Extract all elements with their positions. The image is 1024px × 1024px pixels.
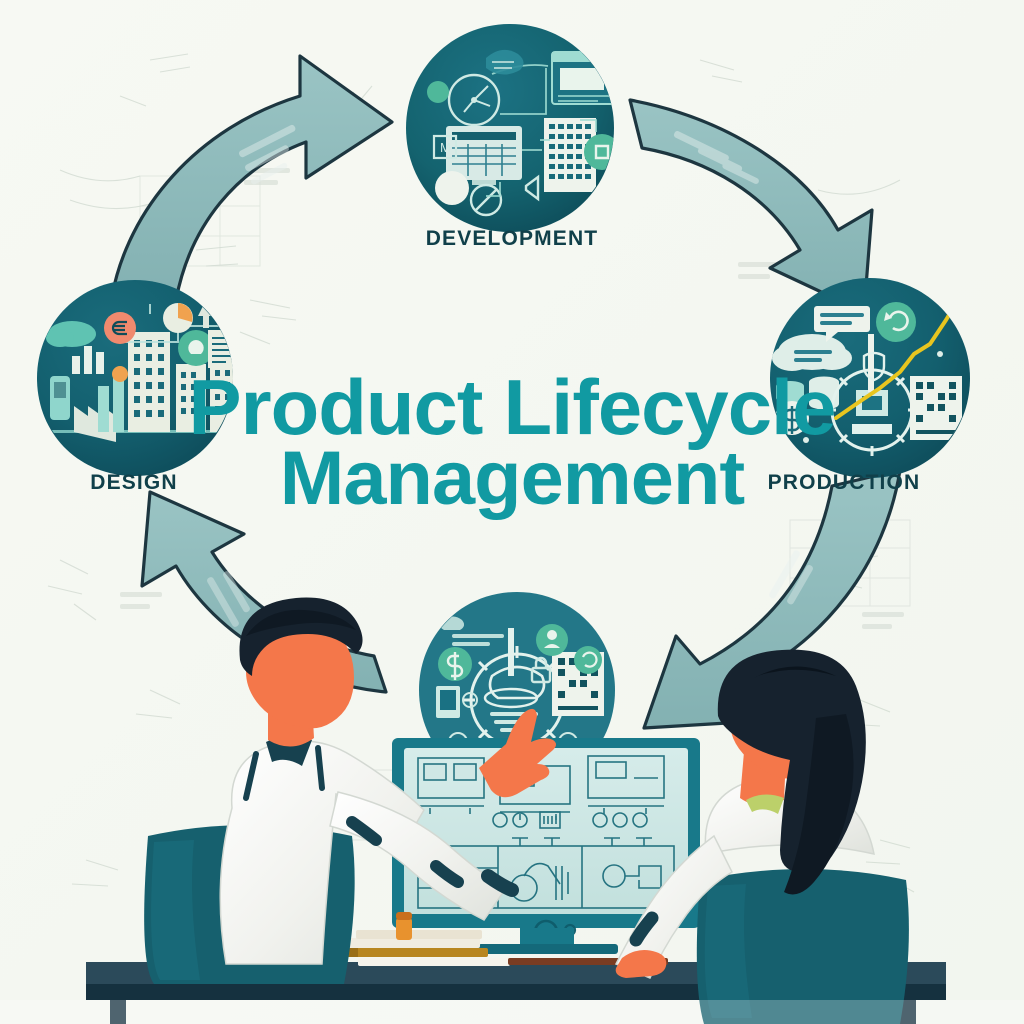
- arrow-design-to-development: [110, 54, 394, 302]
- svg-text:M: M: [440, 140, 451, 155]
- node-label-development: DEVELOPMENT: [425, 227, 599, 250]
- arrow-production-to-support: [642, 468, 902, 730]
- person-right: [614, 649, 909, 1024]
- node-circle-development[interactable]: M: [406, 24, 620, 232]
- arrow-development-to-production: [628, 98, 874, 314]
- node-circle-production[interactable]: [770, 278, 970, 478]
- node-label-design: DESIGN: [90, 471, 178, 494]
- person-left: [144, 597, 556, 984]
- cad-drawing-screen: [417, 755, 675, 945]
- node-label-production: PRODUCTION: [767, 471, 921, 494]
- node-circle-design[interactable]: [37, 280, 238, 476]
